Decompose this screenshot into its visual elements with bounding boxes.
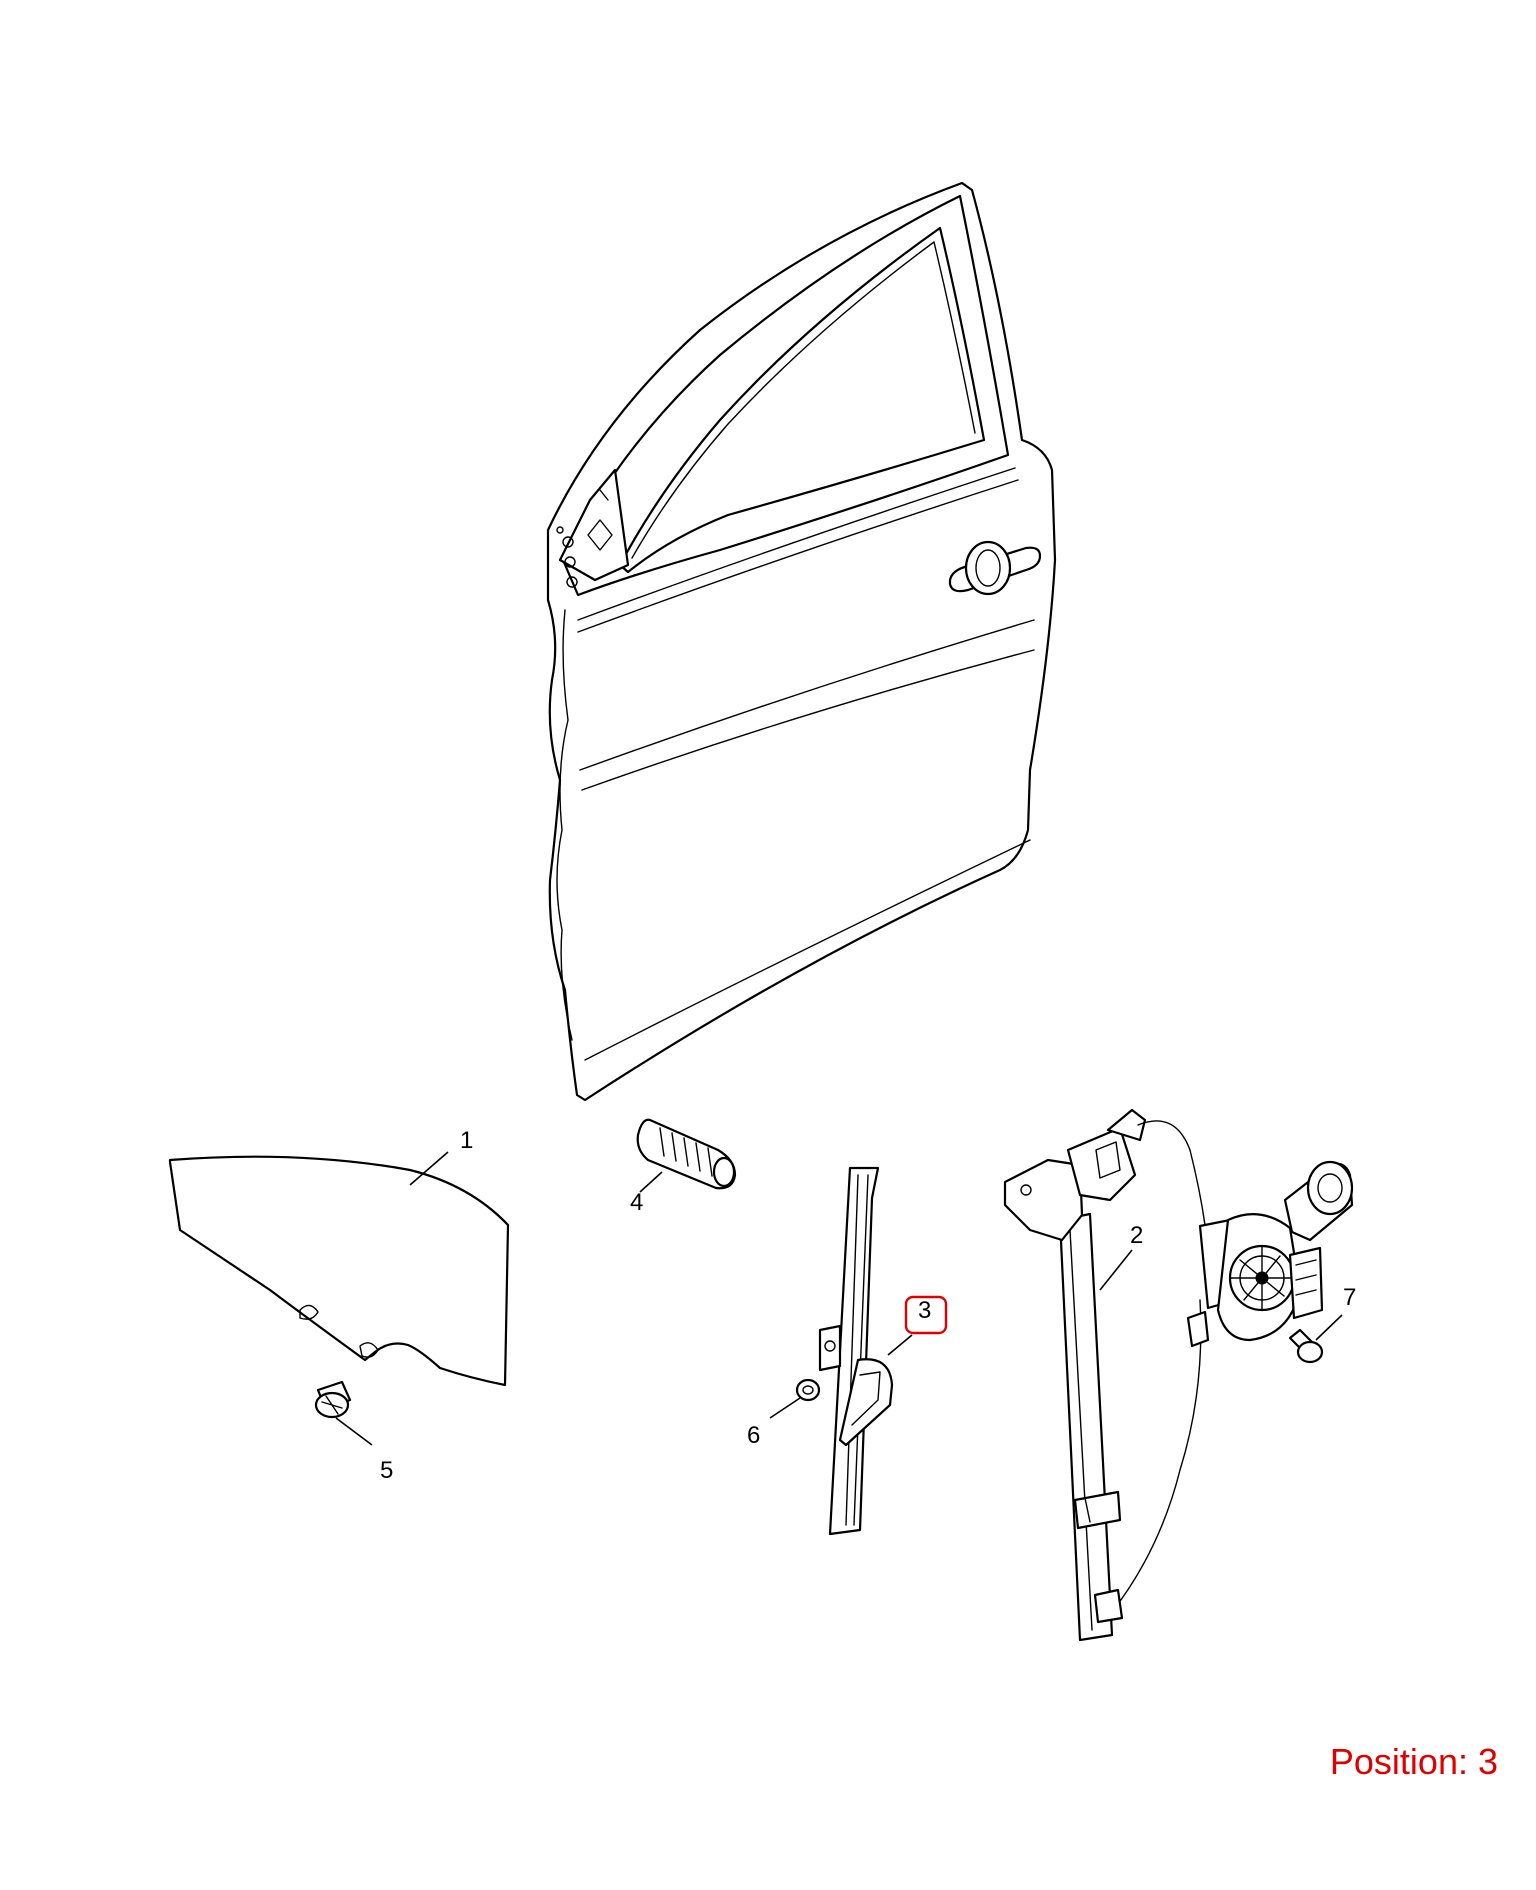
window-channel-run <box>818 1166 894 1536</box>
nut <box>795 1378 821 1402</box>
glass-bolt <box>314 1380 352 1419</box>
callout-4-number: 4 <box>630 1189 643 1216</box>
callout-6: 6 <box>747 1397 801 1449</box>
position-label: Position: 3 <box>1329 1741 1498 1782</box>
door-handle <box>948 540 1042 596</box>
callout-1: 1 <box>409 1127 473 1186</box>
callout-5-number: 5 <box>380 1457 393 1484</box>
window-regulator <box>1003 1108 1354 1642</box>
callout-3-number: 3 <box>918 1297 931 1324</box>
callout-7: 7 <box>1315 1284 1356 1341</box>
callout-1-number: 1 <box>460 1127 473 1154</box>
callout-4: 4 <box>630 1171 663 1216</box>
door-shell <box>546 181 1057 1102</box>
callout-7-number: 7 <box>1343 1284 1356 1311</box>
regulator-bolt <box>1288 1328 1324 1364</box>
callout-3-highlight <box>904 1295 948 1335</box>
callout-2-number: 2 <box>1130 1222 1143 1249</box>
door-window-glass <box>168 1155 510 1387</box>
callout-5: 5 <box>335 1417 393 1484</box>
callout-2: 2 <box>1099 1222 1143 1291</box>
glass-guide <box>636 1118 737 1190</box>
callout-3: 3 <box>887 1295 948 1356</box>
callout-6-number: 6 <box>747 1422 760 1449</box>
